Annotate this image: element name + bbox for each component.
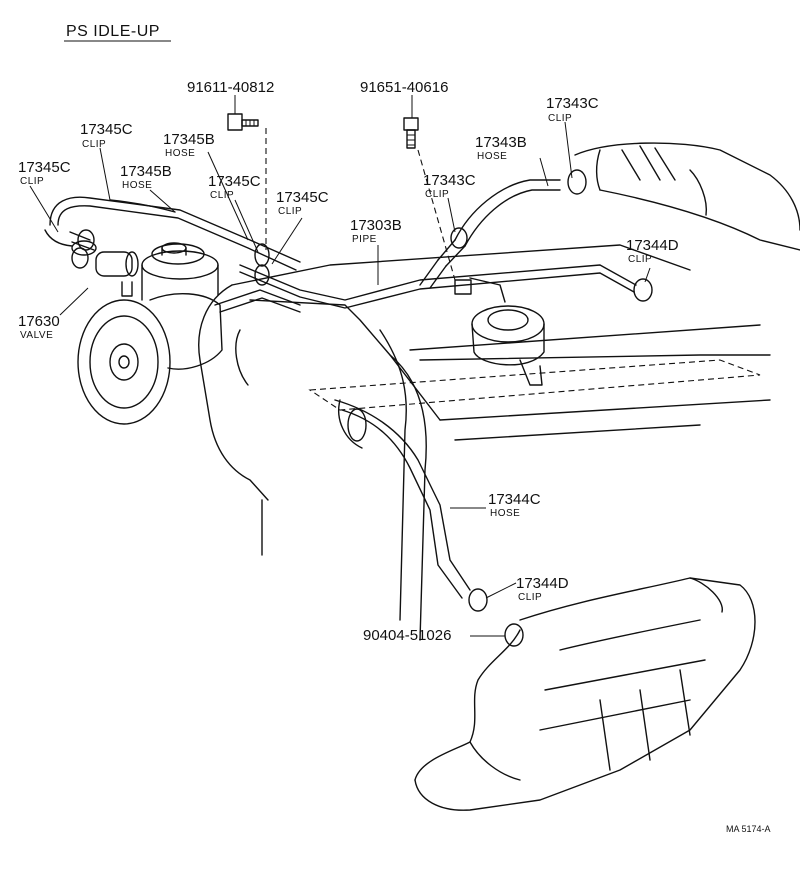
callout-part-17345c-d: 17345C	[276, 189, 329, 206]
callout-part-91651-40616: 91651-40616	[360, 79, 448, 96]
callout-desc-17345b-a: HOSE	[165, 148, 195, 159]
clip-icon	[567, 169, 587, 195]
callout-part-17344d-a: 17344D	[626, 237, 679, 254]
reference-plane-outline	[308, 359, 761, 411]
callout-desc-17344c: HOSE	[490, 508, 520, 519]
callout-desc-17345b-b: HOSE	[122, 180, 152, 191]
hose-clips	[71, 169, 653, 647]
callout-part-17343b: 17343B	[475, 134, 527, 151]
callout-part-17345b-b: 17345B	[120, 163, 172, 180]
callout-desc-17345c-b: CLIP	[20, 176, 44, 187]
callout-desc-17345c-c: CLIP	[210, 190, 234, 201]
union-icon	[504, 623, 524, 647]
callout-desc-17343c-a: CLIP	[548, 113, 572, 124]
intake-manifold	[414, 577, 756, 811]
air-intake-duct	[574, 142, 800, 251]
engine-block	[198, 244, 771, 641]
hose-pipe-routing	[44, 179, 637, 599]
callout-part-17345c-c: 17345C	[208, 173, 261, 190]
callout-part-17345c-b: 17345C	[18, 159, 71, 176]
callout-desc-17345c-a: CLIP	[82, 139, 106, 150]
callout-part-17345b-a: 17345B	[163, 131, 215, 148]
clip-icon	[450, 227, 468, 249]
callout-desc-17343c-b: CLIP	[425, 189, 449, 200]
clip-icon	[71, 247, 89, 269]
drawing-code: MA 5174-A	[726, 824, 771, 834]
bolt-icon	[403, 117, 419, 149]
diagram-title: PS IDLE-UP	[66, 23, 160, 40]
power-steering-pump	[77, 242, 223, 425]
callout-part-17303b: 17303B	[350, 217, 402, 234]
clip-icon	[633, 278, 653, 302]
pipe-bracket-icon	[454, 279, 472, 295]
clip-icon	[77, 229, 95, 251]
throttle-body	[469, 277, 545, 386]
callout-desc-17630: VALVE	[20, 330, 53, 341]
callout-part-91611-40812: 91611-40812	[187, 79, 274, 96]
callout-part-17343c-a: 17343C	[546, 95, 599, 112]
idle-up-valve	[69, 231, 139, 297]
callout-labels: 91611-40812 91651-40616 17343C CLIP 1734…	[18, 79, 679, 644]
callout-part-17344d-b: 17344D	[516, 575, 569, 592]
clip-icon	[254, 243, 270, 267]
bolts	[227, 113, 419, 149]
callout-part-17345c-a: 17345C	[80, 121, 133, 138]
callout-desc-17303b: PIPE	[352, 234, 377, 245]
clip-icon	[468, 588, 488, 612]
callout-part-90404-51026: 90404-51026	[363, 627, 451, 644]
callout-part-17343c-b: 17343C	[423, 172, 476, 189]
callout-part-17344c: 17344C	[488, 491, 541, 508]
callout-desc-17344d-a: CLIP	[628, 254, 652, 265]
leader-lines	[29, 95, 651, 637]
clip-icon	[254, 264, 270, 286]
callout-part-17630: 17630	[18, 313, 60, 330]
callout-desc-17343b: HOSE	[477, 151, 507, 162]
callout-desc-17344d-b: CLIP	[518, 592, 542, 603]
callout-desc-17345c-d: CLIP	[278, 206, 302, 217]
bolt-icon	[227, 113, 259, 131]
